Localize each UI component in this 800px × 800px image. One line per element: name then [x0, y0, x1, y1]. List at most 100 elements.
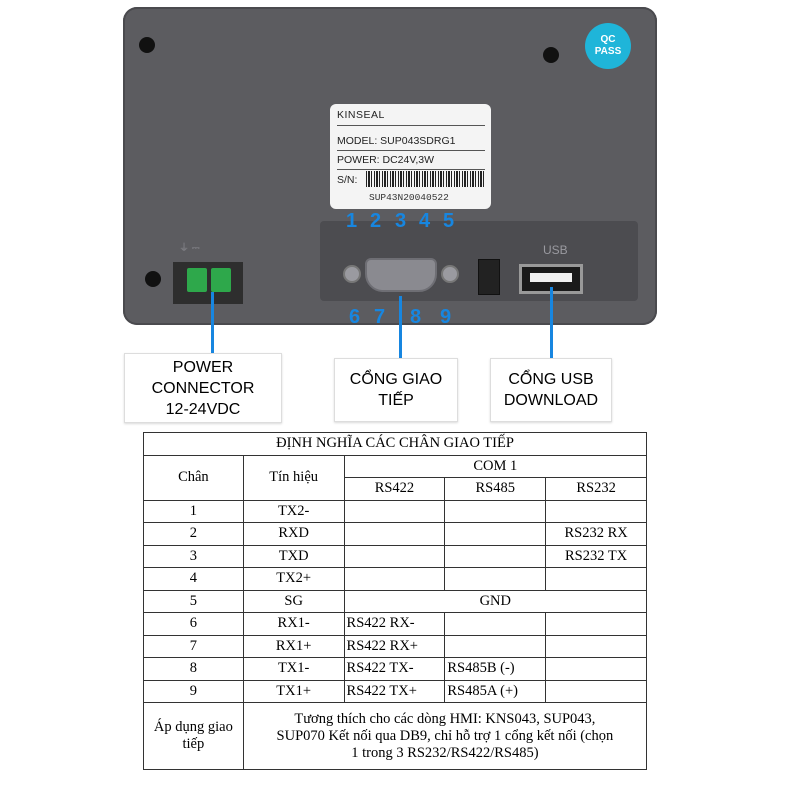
pin-number: 6 — [349, 306, 361, 328]
callout-line — [399, 296, 402, 358]
cell-rs232: RS232 TX — [545, 544, 647, 568]
cell-gnd: GND — [343, 589, 648, 613]
callout-text: TIẾP — [378, 392, 414, 409]
reset-button[interactable] — [478, 259, 500, 295]
cell-rs232 — [545, 567, 647, 591]
cell-rs422: RS422 RX- — [343, 612, 446, 636]
cell-rs232 — [545, 499, 647, 523]
table-subheader-row: RS422 RS485 RS232 — [144, 477, 647, 501]
cell-signal: TX1+ — [242, 679, 345, 703]
product-label: KINSEAL MODEL: SUP043SDRG1 POWER: DC24V,… — [330, 104, 491, 209]
callout-text: 12-24VDC — [165, 400, 241, 418]
usb-tongue — [530, 273, 572, 282]
cell-pin: 5 — [143, 589, 244, 613]
cell-rs422: RS422 RX+ — [343, 634, 446, 658]
pin-number: 3 — [395, 210, 407, 232]
cell-rs485: RS485B (-) — [444, 657, 547, 681]
cell-signal: TX2+ — [242, 567, 345, 591]
hmi-back-panel: QC PASS KINSEAL MODEL: SUP043SDRG1 POWER… — [123, 7, 657, 325]
cell-pin: 8 — [143, 657, 244, 681]
table-title-row: ĐỊNH NGHĨA CÁC CHÂN GIAO TIẾP — [143, 432, 647, 456]
terminal-pin — [187, 268, 207, 292]
label-model: MODEL: SUP043SDRG1 — [337, 135, 456, 147]
label-divider — [337, 150, 485, 151]
cell-rs422: RS422 TX+ — [343, 679, 446, 703]
db9-connector — [365, 258, 437, 292]
header-com: COM 1 — [343, 454, 648, 478]
cell-apply-text: Tương thích cho các dòng HMI: KNS043, SU… — [242, 702, 648, 770]
terminal-pin — [211, 268, 231, 292]
callout-text: CONNECTOR — [151, 379, 255, 397]
qc-badge-line2: PASS — [594, 46, 622, 57]
apply-text-line: SUP070 Kết nối qua DB9, chỉ hỗ trợ 1 cổn… — [276, 727, 614, 744]
cell-rs422 — [343, 567, 446, 591]
cell-rs422 — [343, 499, 446, 523]
table-header-row: Chân Tín hiệu COM 1 — [143, 454, 648, 501]
header-pin: Chân — [143, 454, 244, 501]
cell-rs485 — [444, 499, 547, 523]
callout-text: POWER — [172, 358, 234, 376]
apply-label-line: tiếp — [182, 736, 205, 752]
cell-pin: 2 — [143, 522, 244, 546]
apply-text-line: Tương thích cho các dòng HMI: KNS043, SU… — [294, 710, 596, 727]
cell-rs232 — [545, 679, 647, 703]
label-power: POWER: DC24V,3W — [337, 154, 435, 166]
callout-line — [550, 287, 553, 359]
mount-hole — [145, 271, 161, 287]
cell-rs232 — [545, 612, 647, 636]
comm-port-callout: CỔNG GIAO TIẾP — [334, 358, 458, 422]
label-brand: KINSEAL — [337, 109, 385, 121]
pin-number: 9 — [440, 306, 452, 328]
label-serial: SUP43N20040522 — [369, 192, 449, 203]
pin-number: 5 — [443, 210, 455, 232]
cell-rs485 — [444, 544, 547, 568]
cell-rs485 — [444, 522, 547, 546]
pin-number: 8 — [410, 306, 422, 328]
cell-signal: TX2- — [242, 499, 345, 523]
cell-signal: TXD — [242, 544, 345, 568]
cell-signal: RX1+ — [242, 634, 345, 658]
qc-pass-badge: QC PASS — [585, 23, 631, 69]
cell-pin: 7 — [143, 634, 244, 658]
cell-pin: 1 — [143, 499, 244, 523]
pin-number: 7 — [374, 306, 386, 328]
cell-rs485 — [444, 634, 547, 658]
header-rs485: RS485 — [444, 477, 547, 501]
cell-rs232 — [545, 657, 647, 681]
power-connector-callout: POWER CONNECTOR 12-24VDC — [124, 353, 282, 423]
cell-pin: 9 — [143, 679, 244, 703]
power-terminal — [173, 262, 243, 304]
apply-text-line: 1 trong 3 RS232/RS422/RS485) — [351, 744, 539, 761]
mount-hole — [543, 47, 559, 63]
mount-hole — [139, 37, 155, 53]
cell-rs485 — [444, 567, 547, 591]
db9-screw — [343, 265, 361, 283]
cell-pin: 3 — [143, 544, 244, 568]
cell-rs422: RS422 TX- — [343, 657, 446, 681]
pin-number: 1 — [346, 210, 358, 232]
cell-pin: 6 — [143, 612, 244, 636]
callout-text: CỔNG USB — [508, 371, 594, 388]
callout-line — [211, 292, 214, 354]
header-rs232: RS232 — [545, 477, 647, 501]
header-rs422: RS422 — [343, 477, 446, 501]
cell-rs485: RS485A (+) — [444, 679, 547, 703]
callout-text: CỔNG GIAO — [349, 371, 443, 388]
usb-text: USB — [543, 243, 568, 257]
usb-callout: CỔNG USB DOWNLOAD — [490, 358, 612, 422]
barcode — [366, 171, 486, 187]
pin-number: 2 — [370, 210, 382, 232]
apply-label-line: Áp dụng giao — [153, 719, 233, 735]
cell-rs232 — [545, 634, 647, 658]
cell-rs232: RS232 RX — [545, 522, 647, 546]
cell-rs485 — [444, 612, 547, 636]
